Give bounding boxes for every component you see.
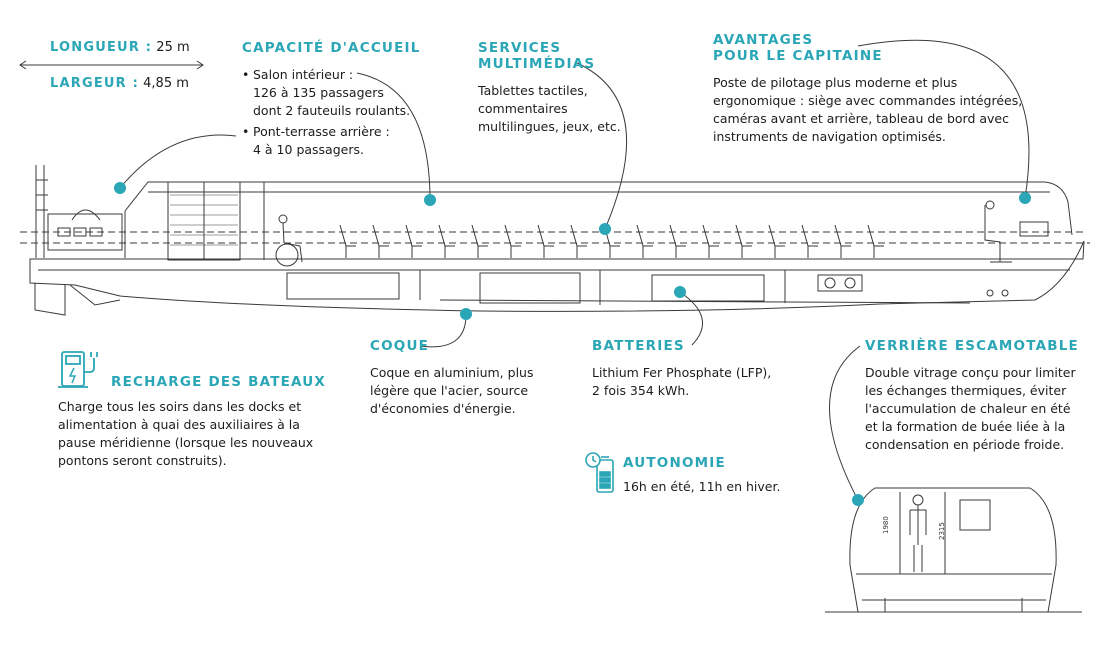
- callout-leaders: [119, 39, 1030, 501]
- canopy-text: Double vitrage conçu pour limiter les éc…: [865, 365, 1076, 452]
- length-row: LONGUEUR : 25 m: [50, 40, 190, 56]
- batteries-callout: BATTERIES Lithium Fer Phosphate (LFP), 2…: [592, 338, 812, 400]
- length-value: 25 m: [156, 40, 190, 55]
- dot-hull: [460, 308, 472, 320]
- charging-text: Charge tous les soirs dans les docks et …: [58, 399, 314, 468]
- autonomy-title: AUTONOMIE: [623, 455, 726, 471]
- passenger-seat: [339, 224, 356, 258]
- canopy-callout: VERRIÈRE ESCAMOTABLE Double vitrage conç…: [865, 338, 1095, 454]
- person-silhouette: [912, 494, 924, 506]
- passenger-seat: [438, 224, 455, 258]
- batteries-title: BATTERIES: [592, 338, 685, 354]
- cross-section-depth-dim: 2315: [938, 522, 946, 540]
- passenger-seat: [504, 224, 521, 258]
- passenger-seat: [405, 224, 422, 258]
- passenger-seat: [636, 224, 653, 258]
- hull-callout: COQUE Coque en aluminium, plus légère qu…: [370, 338, 570, 418]
- dot-canopy: [852, 494, 864, 506]
- length-label: LONGUEUR :: [50, 40, 153, 55]
- passenger-seats: [339, 224, 884, 258]
- leader-batteries: [679, 291, 703, 346]
- charging-title: RECHARGE DES BATEAUX: [111, 374, 327, 390]
- passenger-seat: [570, 224, 587, 258]
- hull-title: COQUE: [370, 338, 430, 354]
- wheelchair: [275, 243, 299, 267]
- cabin-roof: [124, 181, 1073, 236]
- passenger-seat: [801, 224, 818, 258]
- capacity-callout: CAPACITÉ D'ACCUEIL Salon intérieur : 126…: [242, 40, 442, 162]
- passenger-seat: [669, 224, 686, 258]
- multimedia-text: Tablettes tactiles, commentaires multili…: [478, 83, 621, 134]
- captain-title: AVANTAGES POUR LE CAPITAINE: [713, 32, 883, 64]
- canopy-title: VERRIÈRE ESCAMOTABLE: [865, 338, 1079, 354]
- capacity-title: CAPACITÉ D'ACCUEIL: [242, 40, 421, 56]
- multimedia-title: SERVICES MULTIMÉDIAS: [478, 40, 596, 72]
- captain-seat: [984, 205, 1012, 263]
- callout-dots: [114, 182, 1031, 506]
- dot-batteries: [674, 286, 686, 298]
- boat-side-view: [20, 165, 1090, 316]
- passenger-seat: [834, 224, 851, 258]
- batteries-text: Lithium Fer Phosphate (LFP), 2 fois 354 …: [592, 365, 772, 398]
- width-label: LARGEUR :: [50, 76, 139, 91]
- length-arrow: [19, 60, 204, 70]
- leader-hull: [419, 314, 467, 348]
- captain-text: Poste de pilotage plus moderne et plus e…: [713, 75, 1023, 144]
- passenger-seat: [537, 224, 554, 258]
- passenger-seat: [867, 224, 884, 258]
- hull-text: Coque en aluminium, plus légère que l'ac…: [370, 365, 534, 416]
- dot-deck: [114, 182, 126, 194]
- passenger-seat: [735, 224, 752, 258]
- ev-charger-icon: [58, 351, 98, 388]
- autonomy-text: 16h en été, 11h en hiver.: [623, 479, 781, 494]
- dot-captain: [1019, 192, 1031, 204]
- passenger-seat: [768, 224, 785, 258]
- canopy-cross-section: [825, 487, 1082, 613]
- captain-callout: AVANTAGES POUR LE CAPITAINE Poste de pil…: [713, 32, 1053, 146]
- battery-bank-front: [651, 274, 765, 302]
- width-row: LARGEUR : 4,85 m: [50, 76, 189, 92]
- cross-section-height-dim: 1980: [882, 516, 890, 534]
- capacity-item-salon: Salon intérieur : 126 à 135 passagers do…: [242, 66, 442, 120]
- dot-multimedia: [599, 223, 611, 235]
- capacity-item-deck: Pont-terrasse arrière : 4 à 10 passagers…: [242, 123, 442, 159]
- passenger-seat: [372, 224, 389, 258]
- multimedia-callout: SERVICES MULTIMÉDIAS Tablettes tactiles,…: [478, 40, 648, 136]
- passenger-seat: [702, 224, 719, 258]
- hull: [29, 240, 1085, 312]
- leader-canopy: [829, 345, 861, 501]
- width-value: 4,85 m: [143, 76, 189, 91]
- leader-capacity-deck: [119, 134, 237, 189]
- passenger-seat: [471, 224, 488, 258]
- capacity-list: Salon intérieur : 126 à 135 passagers do…: [242, 66, 442, 159]
- leader-captain: [857, 39, 1030, 199]
- dot-salon: [424, 194, 436, 206]
- battery-bank-rear: [286, 272, 400, 300]
- leader-multimedia: [574, 61, 628, 230]
- battery-clock-icon: [585, 452, 614, 493]
